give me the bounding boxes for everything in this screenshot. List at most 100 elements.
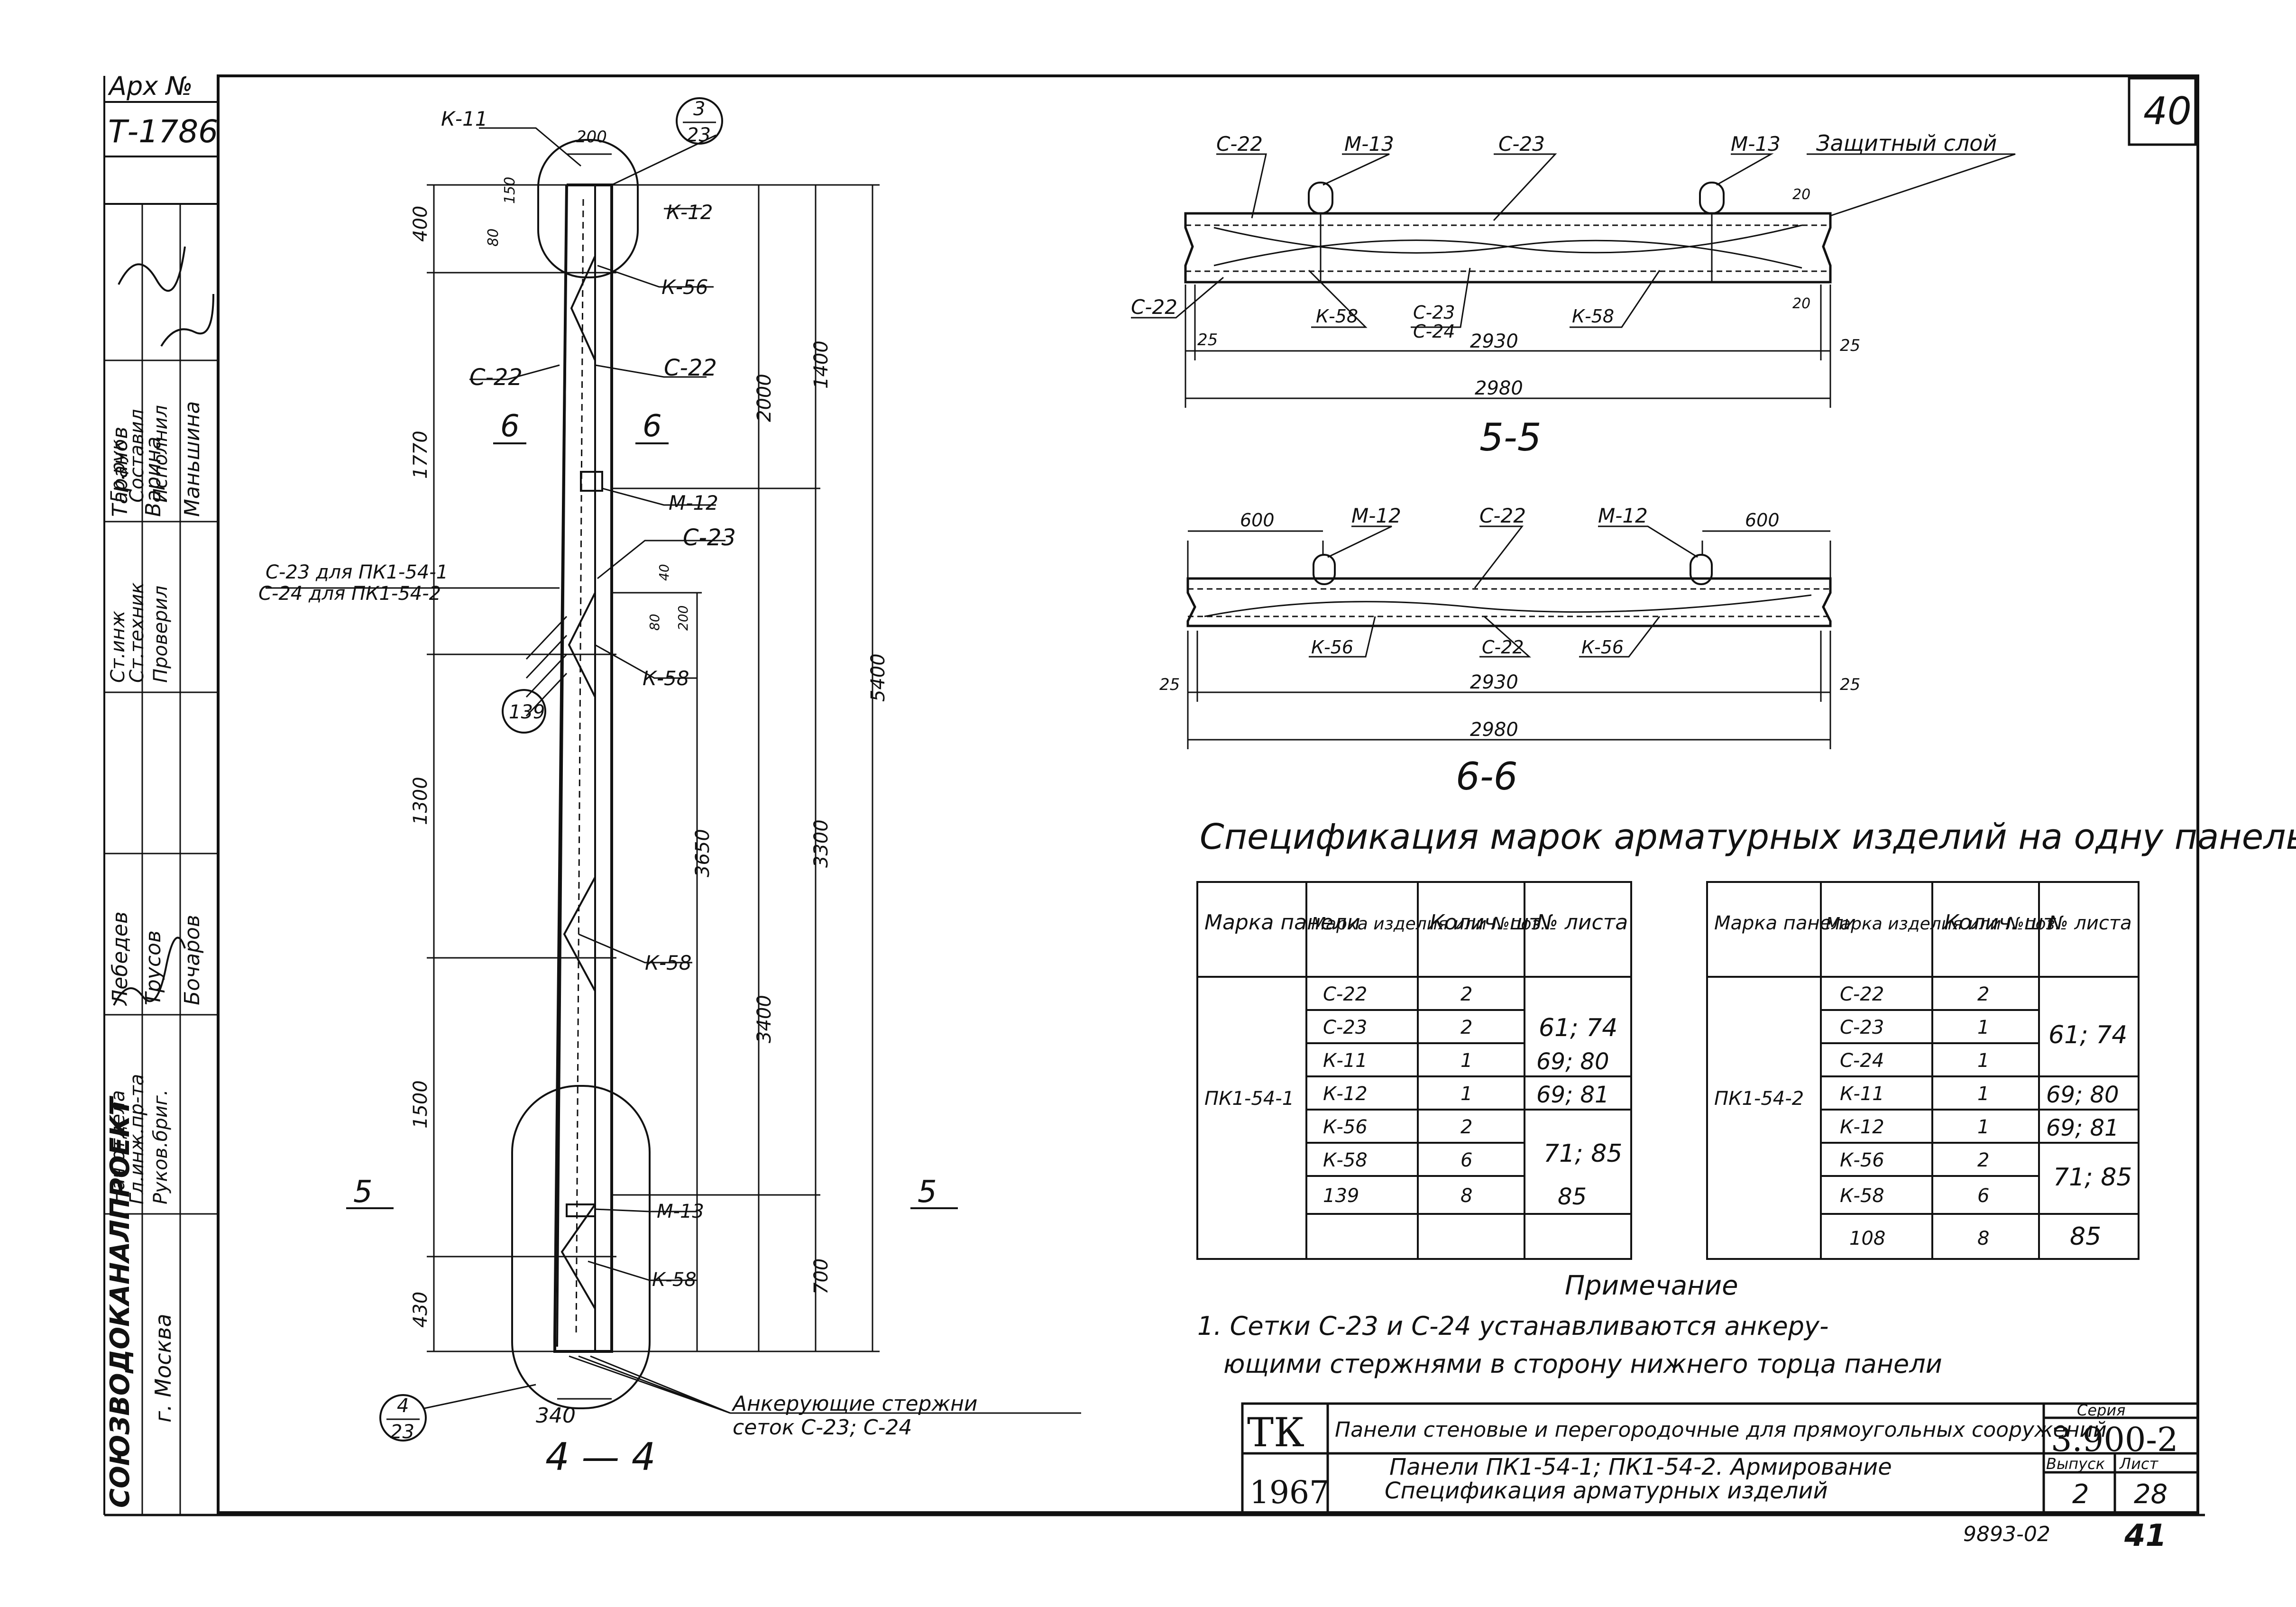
title-block: ТК 1967 Панели стеновые и перегородочные…	[1241, 1401, 2199, 1553]
t1-r5-qty: 6	[1460, 1149, 1472, 1171]
name-4: Варина	[141, 437, 165, 517]
role-0: Нач отдела	[107, 1090, 129, 1204]
city: г. Москва	[150, 1313, 176, 1423]
t2-r4-mark: К-12	[1840, 1116, 1884, 1138]
label-k58-a: К-58	[643, 667, 689, 690]
s55-label-m13a: М-13	[1344, 132, 1394, 156]
t2-sheet-3: 71; 85	[2053, 1163, 2132, 1192]
t1-r6-mark: 139	[1323, 1185, 1359, 1207]
dim-2000: 2000	[753, 374, 775, 422]
dim-200: 200	[675, 606, 691, 631]
s66-label-c22b: С-22	[1482, 637, 1524, 658]
cut-6-left: 6	[500, 409, 520, 444]
signature-3	[160, 294, 214, 347]
spec-table-1	[1196, 881, 1632, 1260]
name-3: Таранов	[108, 427, 132, 517]
bubble-bottom-num: 4	[397, 1395, 409, 1417]
label-m13: М-13	[657, 1201, 704, 1222]
s55-label-k58a: К-58	[1316, 306, 1358, 327]
t2-r4-qty: 1	[1977, 1116, 1989, 1138]
label-c22-left: С-22	[469, 364, 523, 391]
tb-issue: 2	[2072, 1479, 2089, 1510]
dim-150: 150	[502, 177, 518, 204]
t1-sheet-1: 69; 80	[1536, 1048, 1609, 1075]
left-stamp: СОЮЗВОДОКАНАЛПРОЕКТ г. Москва Нач отдела…	[104, 204, 218, 1515]
section-5-5-title: 5-5	[1479, 415, 1542, 459]
dim-1500: 1500	[410, 1080, 432, 1129]
label-c22-right: С-22	[664, 355, 717, 381]
t1-r6-qty: 8	[1460, 1185, 1472, 1207]
t1-r1-qty: 2	[1460, 1017, 1472, 1038]
label-anchor-1: Анкерующие стержни	[731, 1392, 977, 1416]
t1-r0-mark: С-22	[1323, 983, 1367, 1005]
label-c23: С-23	[683, 524, 736, 551]
t1-sheet-2: 69; 81	[1536, 1082, 1609, 1108]
dim-1400: 1400	[810, 340, 832, 389]
t1-h0: Марка панели	[1204, 910, 1360, 935]
t2-h1: Марка изделия или №поз.	[1826, 914, 2060, 934]
label-k58-c: К-58	[652, 1269, 697, 1291]
archive-number: Т-1786	[108, 113, 218, 150]
tb-series-label: Серия	[2077, 1401, 2125, 1419]
label-anchor-2: сеток С-23; С-24	[733, 1415, 912, 1440]
page-number: 41	[2124, 1518, 2167, 1553]
t2-r7-mark: 108	[1849, 1228, 1885, 1249]
spec-block: Спецификация марок арматурных изделий на…	[1196, 817, 2296, 1260]
tb-sheet: 28	[2134, 1479, 2167, 1510]
s55-dim-25a: 25	[1197, 331, 1218, 349]
signature-1	[113, 937, 186, 1006]
s66-label-k56b: К-56	[1581, 637, 1624, 658]
sheet-frame	[217, 74, 2199, 1514]
t2-r0-qty: 2	[1977, 983, 1989, 1005]
role-6: Гр.рук	[107, 439, 129, 503]
dim-bot-w: 340	[536, 1404, 576, 1428]
signature-2	[118, 246, 186, 292]
dim-3300: 3300	[810, 819, 832, 868]
note-line-2: ющими стержнями в сторону нижнего торца …	[1223, 1349, 1942, 1379]
s66-dim-600b: 600	[1745, 510, 1780, 531]
name-1: Трусов	[141, 930, 165, 1005]
s55-dim-25b: 25	[1840, 336, 1860, 355]
s66-dim-600a: 600	[1240, 510, 1275, 531]
label-k11: К-11	[441, 107, 487, 130]
dim-700: 700	[810, 1258, 832, 1295]
s66-label-c22: С-22	[1479, 504, 1526, 527]
name-5: Маньшина	[180, 401, 204, 517]
s55-dim-2930: 2930	[1470, 331, 1518, 352]
t1-r3-mark: К-12	[1323, 1083, 1368, 1105]
tb-issue-label: Выпуск	[2046, 1455, 2105, 1473]
t1-r2-mark: К-11	[1323, 1050, 1368, 1072]
role-7: Составил	[126, 409, 148, 503]
s55-label-protect: Защитный слой	[1816, 130, 1997, 156]
t2-r6-qty: 6	[1977, 1185, 1989, 1207]
t2-r5-qty: 2	[1977, 1149, 1989, 1171]
s55-label-c22a: С-22	[1216, 132, 1263, 156]
t2-r1-mark: С-23	[1840, 1017, 1884, 1038]
role-4: Ст.техник	[126, 582, 148, 683]
s55-label-c22b: С-22	[1131, 295, 1177, 319]
s55-label-m13b: М-13	[1731, 132, 1781, 156]
section-6-6: М-12 С-22 М-12 К-56 С-22 К-56 600 600 25…	[1159, 504, 1860, 799]
t1-r4-qty: 2	[1460, 1116, 1472, 1138]
label-k56: К-56	[661, 275, 708, 299]
note-block: Примечание 1. Сетки С-23 и С-24 устанавл…	[1197, 1270, 1942, 1379]
s55-label-c23: С-23	[1498, 132, 1545, 156]
sheet-number-top: 40	[2143, 89, 2192, 133]
dim-430: 430	[410, 1292, 432, 1328]
spec-title: Спецификация марок арматурных изделий на…	[1200, 817, 2296, 857]
dim-3650: 3650	[692, 829, 714, 877]
tb-year: 1967	[1249, 1474, 1329, 1511]
t1-sheet-3: 71; 85	[1543, 1139, 1622, 1168]
t2-r1-qty: 1	[1977, 1017, 1989, 1038]
t2-r2-qty: 1	[1977, 1050, 1989, 1072]
s55-label-c23b: С-23	[1413, 302, 1455, 323]
t1-r3-qty: 1	[1460, 1083, 1472, 1105]
spec-table-2	[1706, 881, 2140, 1260]
role-3: Ст.инж	[107, 611, 129, 683]
tb-tk: ТК	[1247, 1409, 1304, 1456]
section-6-6-title: 6-6	[1456, 754, 1518, 799]
t2-r7-qty: 8	[1977, 1228, 1989, 1249]
s55-dim-2980: 2980	[1475, 377, 1523, 399]
tb-sheet-title-1: Панели ПК1-54-1; ПК1-54-2. Армирование	[1389, 1454, 1892, 1480]
section-4-4-title: 4 — 4	[545, 1435, 656, 1479]
